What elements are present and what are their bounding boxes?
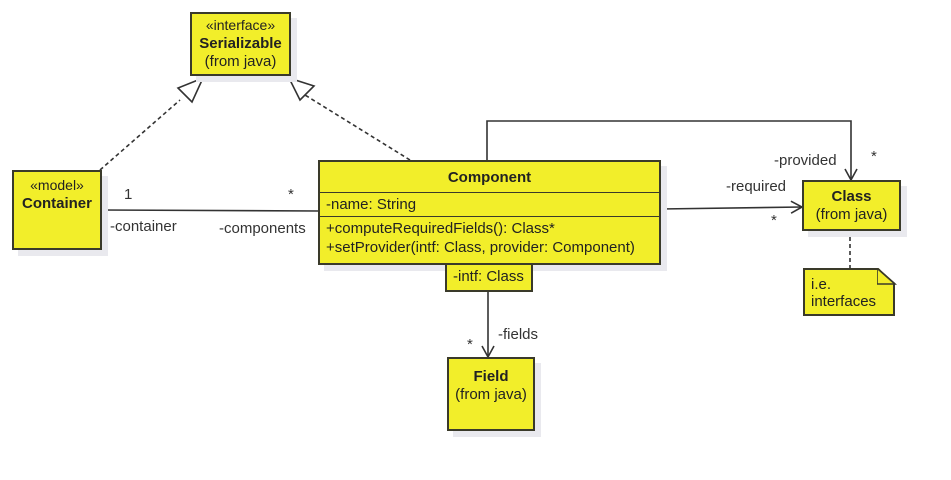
- mult-fields: *: [467, 336, 473, 353]
- realization-arrowhead-right: [287, 76, 316, 102]
- qualifier-label: -intf: Class: [453, 268, 524, 285]
- class-field[interactable]: Field (from java): [447, 357, 535, 431]
- note-line: interfaces: [811, 293, 877, 310]
- role-required: -required: [726, 178, 787, 195]
- package-label: (from java): [455, 386, 527, 403]
- operation: +setProvider(intf: Class, provider: Comp…: [326, 239, 635, 256]
- note-fold-icon: [877, 268, 897, 285]
- attributes-compartment: -name: String: [320, 192, 659, 216]
- class-name: Class: [831, 188, 872, 205]
- class-name: Container: [21, 195, 92, 212]
- stereotype-label: «interface»: [205, 17, 276, 33]
- class-component[interactable]: Component -name: String +computeRequired…: [318, 160, 661, 265]
- mult-components: *: [288, 186, 294, 203]
- attribute: -name: String: [326, 196, 417, 213]
- association-provided: [486, 120, 858, 182]
- realization-container-serializable: [99, 99, 181, 171]
- class-name: Field: [473, 368, 509, 385]
- class-container[interactable]: «model» Container: [12, 170, 102, 250]
- package-label: (from java): [815, 206, 888, 223]
- association-required: [659, 200, 804, 214]
- class-name: Component: [447, 169, 532, 186]
- mult-required: *: [771, 212, 777, 229]
- association-container-component: [101, 209, 320, 212]
- operation: +computeRequiredFields(): Class*: [326, 220, 555, 237]
- class-serializable[interactable]: «interface» Serializable (from java): [190, 12, 291, 76]
- role-fields: -fields: [498, 326, 539, 343]
- stereotype-label: «model»: [30, 177, 84, 193]
- class-name: Serializable: [199, 35, 282, 52]
- realization-component-serializable: [304, 94, 411, 161]
- mult-container: 1: [124, 186, 133, 203]
- role-container: -container: [110, 218, 177, 235]
- operations-compartment: +computeRequiredFields(): Class* +setPro…: [320, 216, 659, 259]
- class-class[interactable]: Class (from java): [802, 180, 901, 231]
- realization-arrowhead-left: [176, 76, 205, 104]
- mult-provided: *: [871, 148, 877, 165]
- role-components: -components: [219, 220, 306, 237]
- package-label: (from java): [204, 53, 277, 70]
- note-line: i.e.: [811, 276, 832, 293]
- qualifier-box[interactable]: -intf: Class: [445, 263, 533, 292]
- role-provided: -provided: [774, 152, 837, 169]
